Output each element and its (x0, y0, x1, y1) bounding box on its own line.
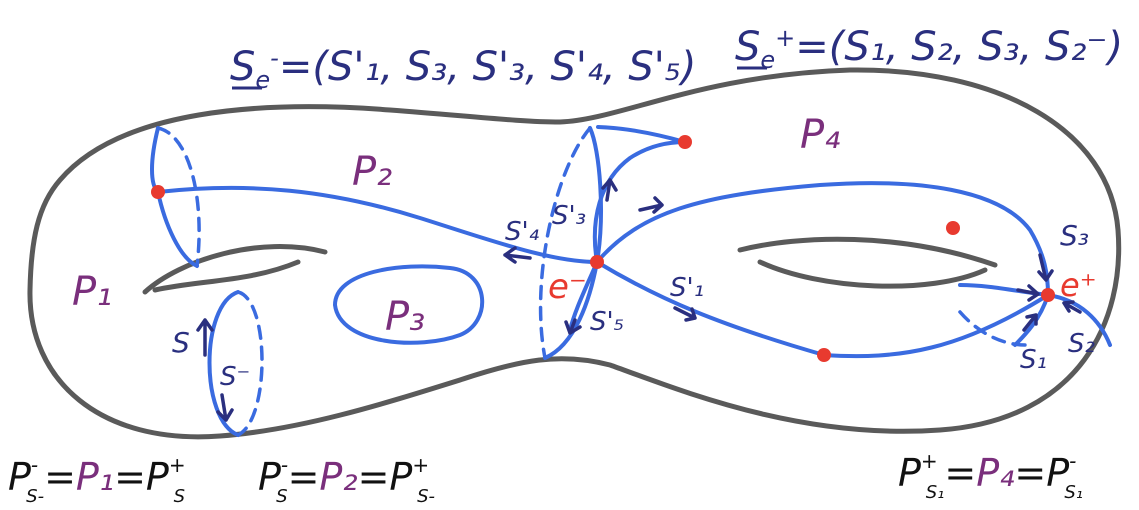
arrow-s2 (1062, 300, 1082, 314)
path-s3p (592, 125, 687, 264)
region-p3-label: P₃ (385, 294, 425, 340)
vertex-e-minus-label: e⁻ (548, 267, 587, 307)
region-p4-label: P₄ (800, 112, 840, 158)
path-upper-loop (595, 181, 1050, 297)
se-minus-symbol: Se-=(S'₁, S₃, S'₃, S'₄, S'₅) (230, 44, 696, 94)
arrow-s4p (503, 246, 532, 264)
se-plus-symbol: Se+=(S₁, S₂, S₃, S₂⁻) (735, 24, 1123, 74)
region-p1-label: P₁ (72, 269, 112, 315)
vertex-left (151, 185, 165, 199)
edge-label-s1p: S'₁ (670, 273, 704, 303)
vertex-bottom (817, 348, 831, 362)
path-p2-s4p (156, 185, 599, 264)
bottom-meridian-front (207, 290, 240, 437)
arrow-s1p (673, 306, 697, 322)
arrow-s1-left (196, 318, 214, 357)
equation-3: P+S₁=P₄=P-S₁ (898, 449, 1083, 503)
left-hole-lower (152, 259, 301, 293)
vertex-right-puncture (946, 221, 960, 235)
arrow-upper-loop (638, 196, 664, 214)
arrow-s3p (601, 178, 618, 202)
equation-2: P-S=P₂=P+S- (258, 453, 435, 507)
edge-label-s1: S₁ (1020, 345, 1047, 375)
left-meridian-back (156, 126, 201, 268)
right-hole-upper (737, 236, 998, 268)
right-meridian-back (958, 310, 1027, 347)
edge-label-s-minus: S⁻ (220, 362, 250, 392)
edge-label-s3: S₃ (1060, 219, 1089, 252)
edge-label-s2: S₂ (1068, 329, 1095, 359)
right-hole-lower (757, 259, 988, 289)
p3-loop (333, 264, 485, 345)
left-hole-upper (142, 244, 328, 295)
arrow-s1 (1022, 313, 1038, 332)
edge-label-s5p: S'₅ (590, 307, 624, 337)
path-s2 (1046, 293, 1112, 347)
arrow-s3 (1037, 253, 1054, 282)
equation-1: P-S-=P₁=P+S (8, 453, 186, 507)
middle-meridian-back (538, 126, 592, 360)
path-s1p (595, 260, 1050, 359)
vertex-top (678, 135, 692, 149)
arrow-s-minus (216, 393, 234, 422)
arrow-into-eplus (1016, 284, 1040, 302)
vertex-e-minus (590, 255, 604, 269)
edge-label-s: S (172, 326, 190, 359)
bottom-meridian-back (236, 290, 264, 437)
arrow-s5p (564, 318, 582, 335)
region-p2-label: P₂ (352, 149, 392, 195)
vertex-e-plus (1041, 288, 1055, 302)
edge-label-s3p: S'₃ (552, 201, 586, 231)
surface-outline (27, 67, 1122, 440)
edge-label-s4p: S'₄ (505, 217, 540, 247)
vertex-e-plus-label: e⁺ (1060, 266, 1097, 304)
